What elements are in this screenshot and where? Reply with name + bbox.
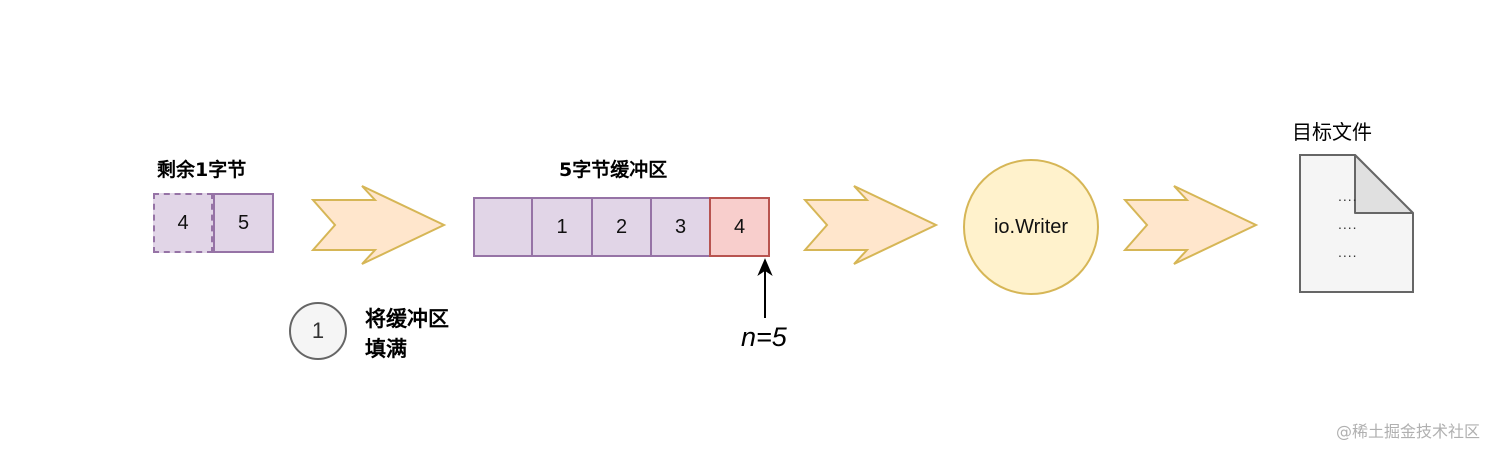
writer-label: io.Writer	[993, 215, 1069, 238]
buffer-cell-2: 2	[591, 197, 652, 257]
buffer-title: 5字节缓冲区	[559, 159, 668, 181]
buffer-cell-1: 1	[531, 197, 593, 257]
flow-arrow-1	[310, 185, 447, 265]
step-text-line2: 填满	[365, 337, 407, 361]
buffer-cell-0	[473, 197, 533, 257]
step-text: 将缓冲区 填满	[365, 304, 449, 364]
target-title: 目标文件	[1292, 120, 1372, 144]
document-line-2: ....	[1338, 216, 1358, 232]
step-number: 1	[311, 318, 325, 343]
pointer-arrow-head	[757, 258, 773, 277]
buffer-cell-3: 3	[650, 197, 711, 257]
document-line-1: ....	[1338, 188, 1358, 204]
writer-circle	[963, 159, 1099, 295]
document-fold	[1354, 154, 1414, 214]
flow-arrow-3	[1122, 185, 1259, 265]
step-text-line1: 将缓冲区	[365, 307, 449, 331]
pointer-label: n=5	[741, 322, 787, 352]
buffer-cell-4: 4	[709, 197, 770, 257]
remaining-cell: 5	[213, 193, 274, 253]
document-line-3: ....	[1338, 244, 1358, 260]
remaining-title: 剩余1字节	[157, 159, 247, 181]
flow-arrow-2	[802, 185, 939, 265]
remaining-cell-overflow: 4	[153, 193, 213, 253]
watermark: @稀土掘金技术社区	[1336, 422, 1481, 441]
step-circle	[289, 302, 347, 360]
